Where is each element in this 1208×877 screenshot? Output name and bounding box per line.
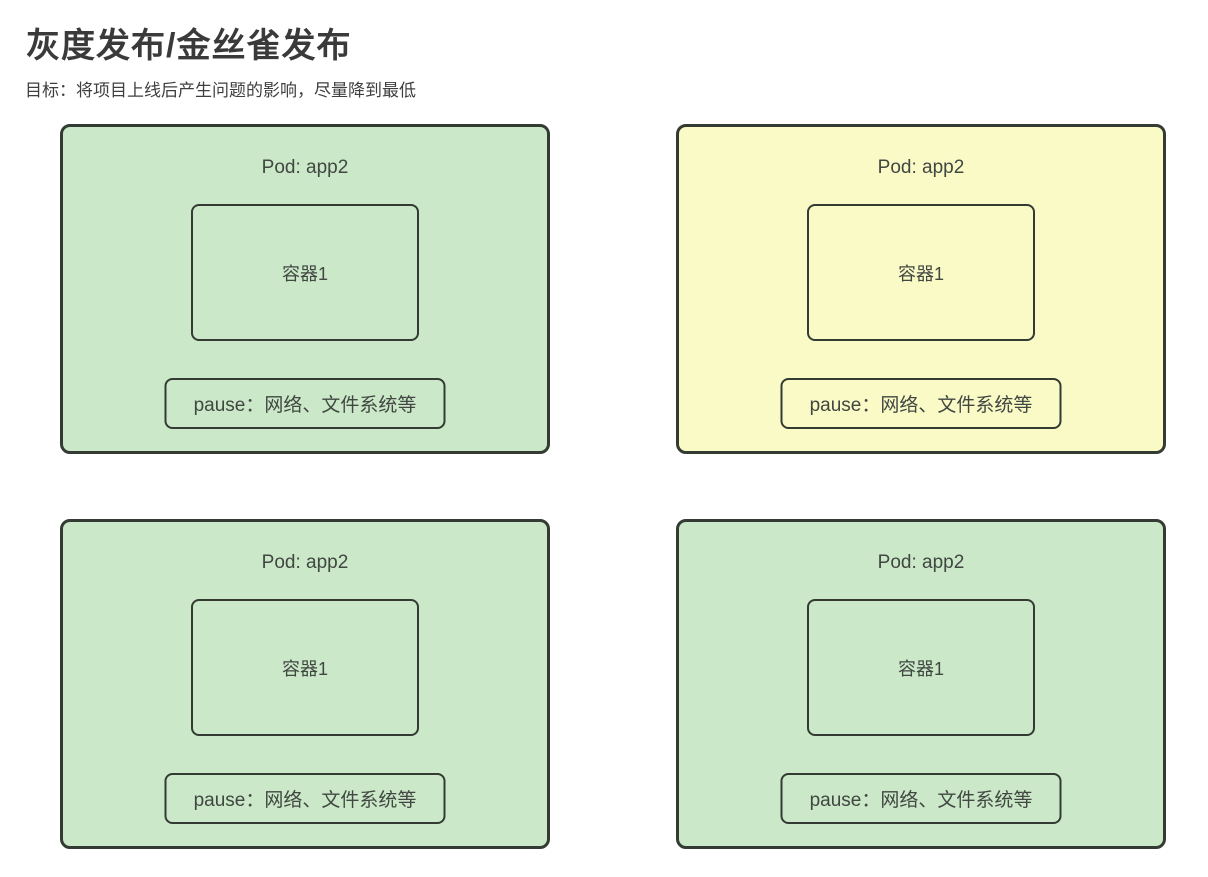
pause-box: pause：网络、文件系统等 — [780, 378, 1062, 429]
pod-box-bottom-right: Pod: app2 容器1 pause：网络、文件系统等 — [676, 519, 1166, 849]
container-box: 容器1 — [807, 599, 1035, 736]
pause-box: pause：网络、文件系统等 — [164, 773, 446, 824]
pod-box-bottom-left: Pod: app2 容器1 pause：网络、文件系统等 — [60, 519, 550, 849]
pod-title: Pod: app2 — [261, 157, 349, 178]
pod-title: Pod: app2 — [261, 552, 349, 573]
page-subtitle: 目标：将项目上线后产生问题的影响，尽量降到最低 — [25, 81, 416, 100]
container-label: 容器1 — [281, 658, 328, 679]
container-label: 容器1 — [897, 263, 944, 284]
pod-title: Pod: app2 — [877, 157, 965, 178]
container-box: 容器1 — [807, 204, 1035, 341]
pause-label: pause：网络、文件系统等 — [809, 790, 1033, 811]
pod-title: Pod: app2 — [877, 552, 965, 573]
page-title: 灰度发布/金丝雀发布 — [26, 27, 352, 65]
pause-box: pause：网络、文件系统等 — [164, 378, 446, 429]
pause-box: pause：网络、文件系统等 — [780, 773, 1062, 824]
container-label: 容器1 — [281, 263, 328, 284]
container-box: 容器1 — [191, 204, 419, 341]
pod-box-top-right: Pod: app2 容器1 pause：网络、文件系统等 — [676, 124, 1166, 454]
container-label: 容器1 — [897, 658, 944, 679]
pause-label: pause：网络、文件系统等 — [193, 395, 417, 416]
pause-label: pause：网络、文件系统等 — [809, 395, 1033, 416]
pod-box-top-left: Pod: app2 容器1 pause：网络、文件系统等 — [60, 124, 550, 454]
pause-label: pause：网络、文件系统等 — [193, 790, 417, 811]
container-box: 容器1 — [191, 599, 419, 736]
